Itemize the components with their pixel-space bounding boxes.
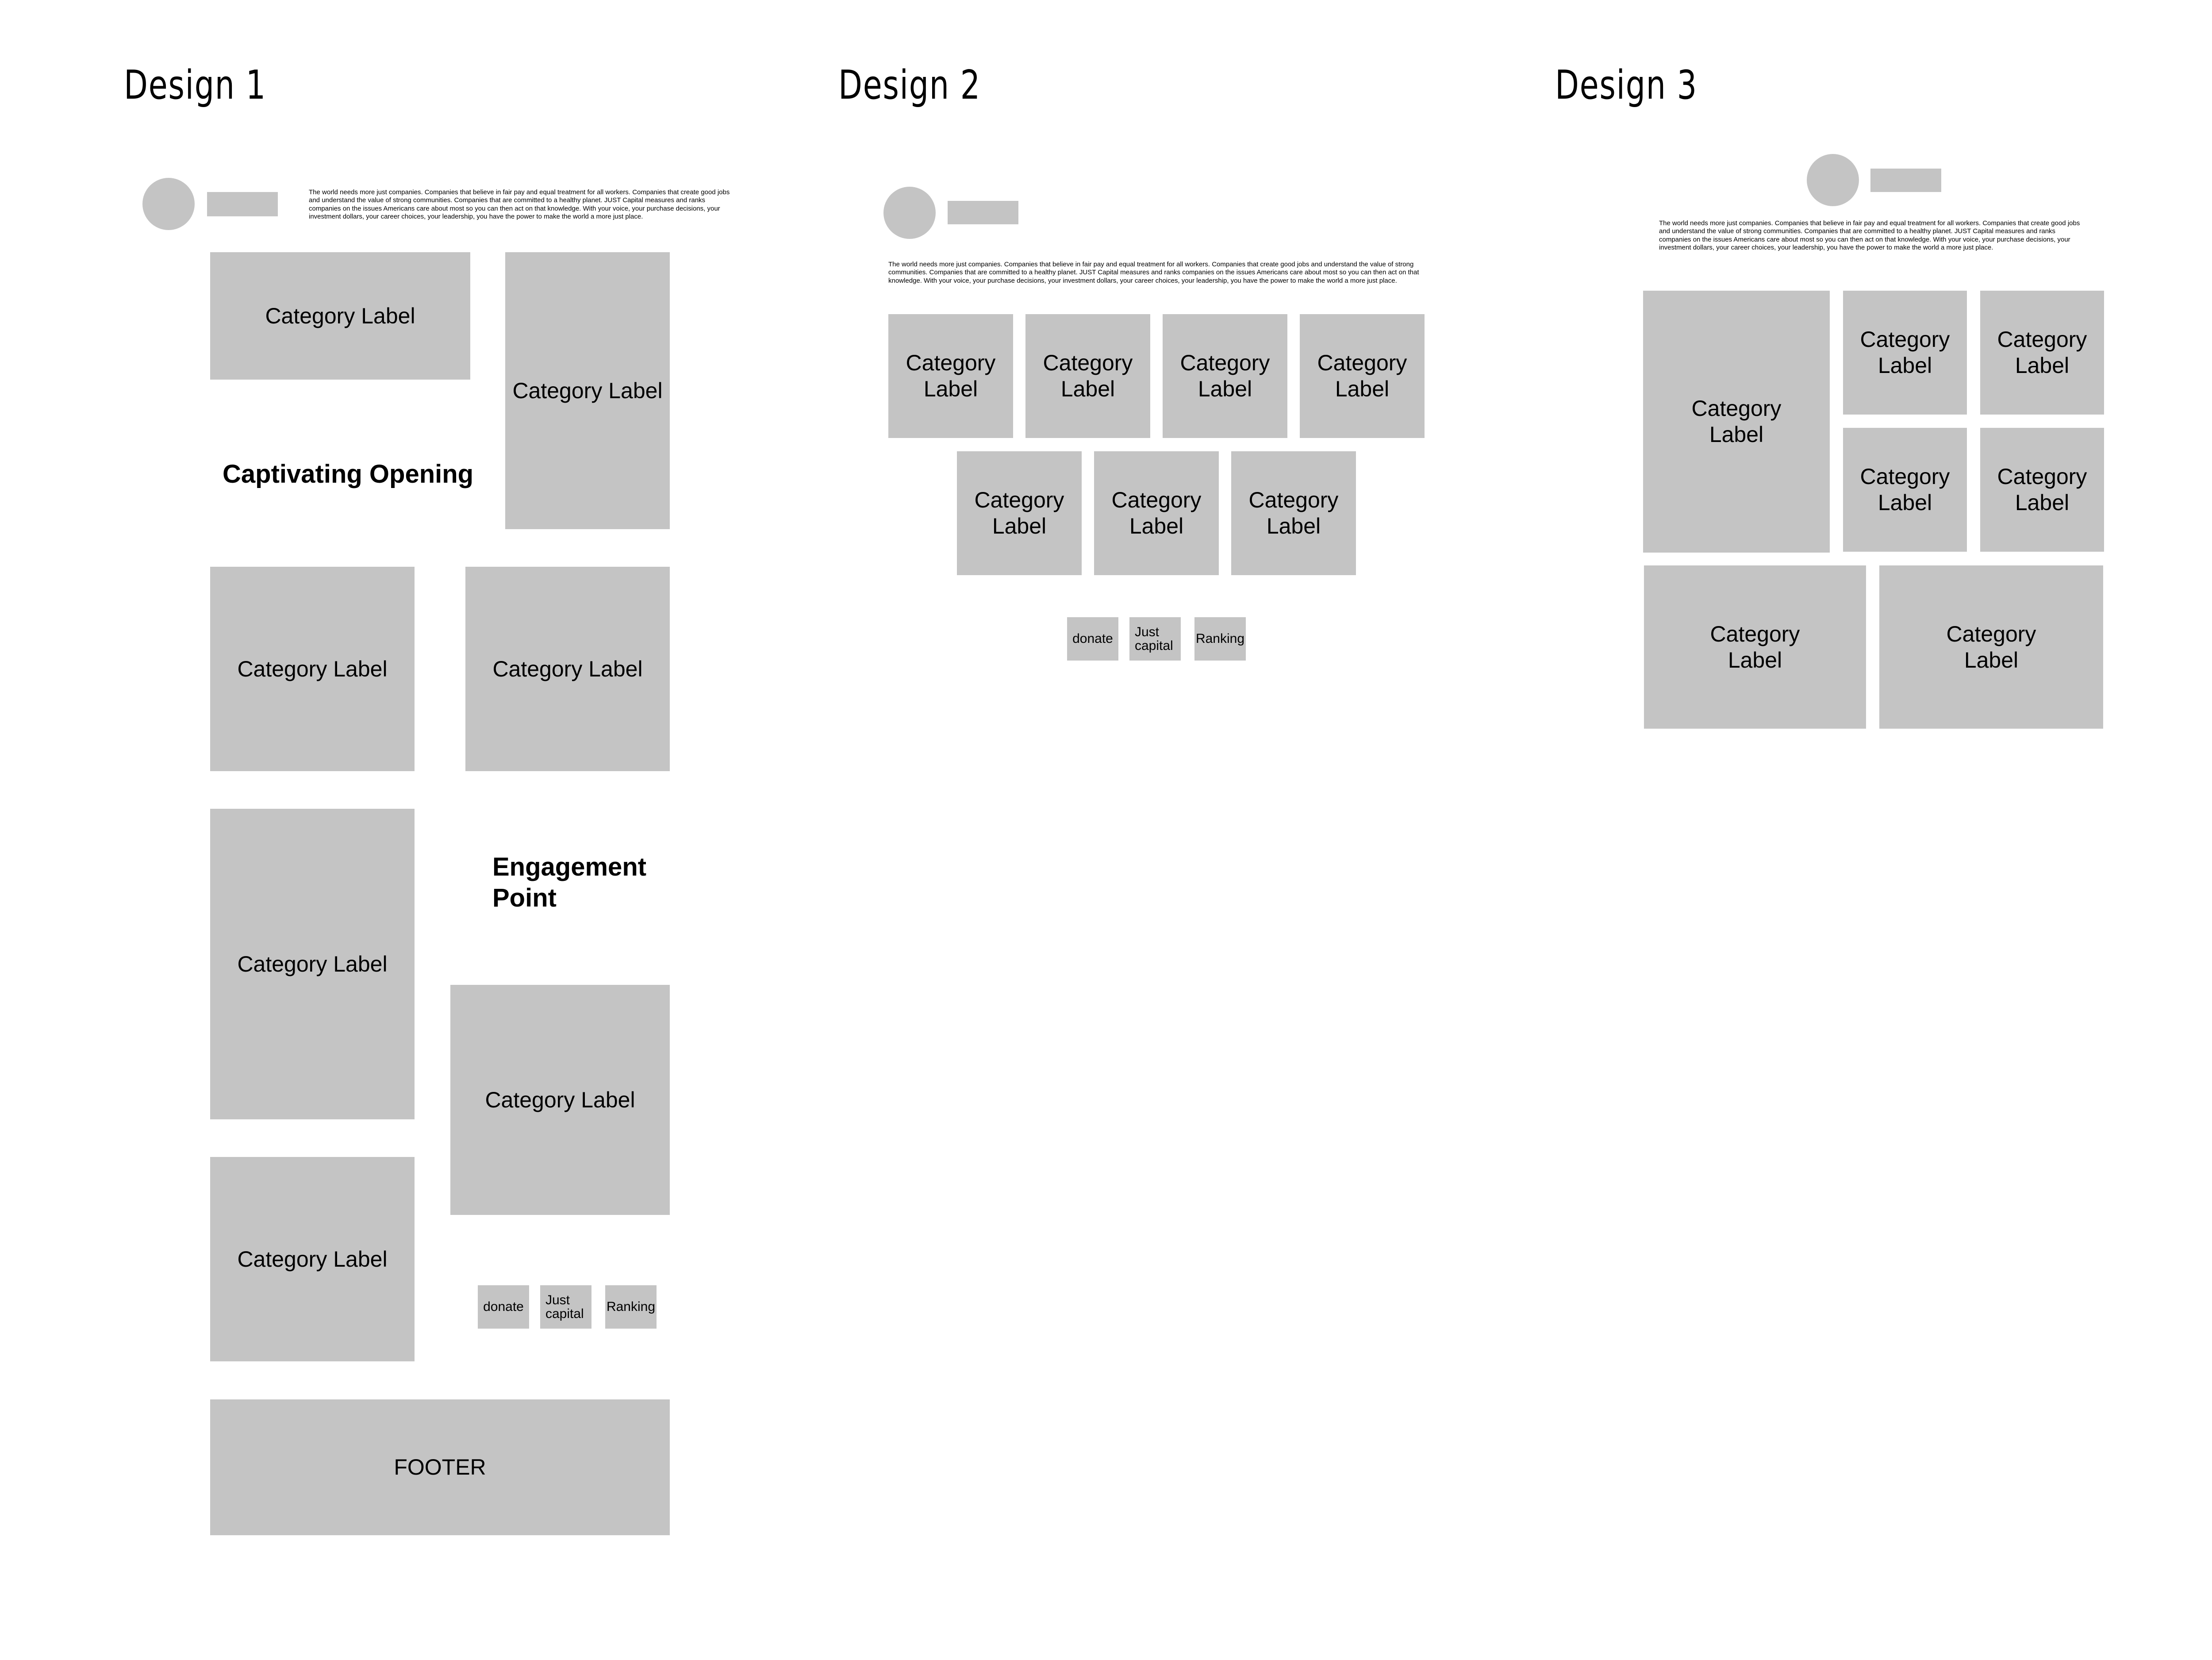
intro-paragraph: The world needs more just companies. Com…	[309, 188, 730, 220]
ranking-button[interactable]: Ranking	[605, 1285, 657, 1329]
logo-wordmark-placeholder	[207, 192, 278, 216]
donate-button[interactable]: donate	[1067, 617, 1118, 661]
just-capital-button[interactable]: Just capital	[540, 1285, 591, 1329]
logo-wordmark-placeholder	[1870, 169, 1941, 192]
just-capital-button[interactable]: Just capital	[1129, 617, 1181, 661]
captivating-opening-heading: Captivating Opening	[223, 460, 474, 488]
category-tile[interactable]: Category Label	[450, 985, 670, 1215]
logo-avatar	[883, 187, 936, 239]
logo-avatar	[1807, 154, 1859, 206]
category-tile[interactable]: Category Label	[465, 567, 670, 771]
category-tile[interactable]: Category Label	[505, 252, 670, 529]
engagement-point-heading: Engagement Point	[492, 853, 647, 912]
logo-wordmark-placeholder	[948, 201, 1018, 224]
ranking-button[interactable]: Ranking	[1194, 617, 1246, 661]
category-tile[interactable]: Category Label	[210, 567, 415, 771]
intro-paragraph: The world needs more just companies. Com…	[888, 261, 1419, 284]
category-tile[interactable]: Category Label	[210, 809, 415, 1119]
design-2-heading: Design 2	[838, 62, 981, 108]
design-1-heading: Design 1	[124, 62, 266, 108]
intro-paragraph: The world needs more just companies. Com…	[1659, 219, 2080, 251]
logo-avatar	[142, 178, 195, 230]
category-tile[interactable]: Category Label	[210, 1157, 415, 1361]
design-3-heading: Design 3	[1555, 62, 1697, 108]
donate-button[interactable]: donate	[478, 1285, 529, 1329]
category-tile[interactable]: Category Label	[210, 252, 470, 380]
footer: FOOTER	[210, 1399, 670, 1535]
